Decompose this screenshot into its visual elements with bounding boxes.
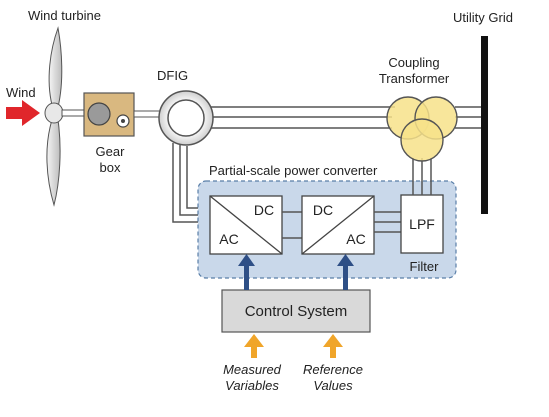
- converter1-ac-label: AC: [219, 231, 238, 247]
- lpf-label: LPF: [409, 216, 435, 232]
- filter-to-transformer-lines: [412, 158, 432, 195]
- dc-link: [282, 211, 302, 239]
- grid-busbar: [481, 36, 488, 214]
- control-arrow-right-icon: [337, 254, 354, 290]
- gearbox-label-line1: Gear: [96, 144, 126, 159]
- wind-arrow-icon: [6, 100, 40, 126]
- ac-to-filter-lines: [374, 211, 401, 233]
- wind-turbine-label: Wind turbine: [28, 8, 101, 23]
- input-arrows: [244, 334, 343, 358]
- coupling-transformer: [386, 96, 458, 162]
- converter2-dc-label: DC: [313, 202, 333, 218]
- dfig-label: DFIG: [157, 68, 188, 83]
- control-arrow-left-icon: [238, 254, 255, 290]
- transformer-label-line2: Transformer: [379, 71, 450, 86]
- wind-label: Wind: [6, 85, 36, 100]
- rotor-hub: [44, 102, 64, 124]
- converter2-ac-label: AC: [346, 231, 365, 247]
- control-signal-arrows: [238, 254, 354, 290]
- control-system-label: Control System: [245, 303, 348, 320]
- gearbox: [83, 92, 135, 137]
- reference-arrow-icon: [323, 334, 343, 358]
- measured-arrow-icon: [244, 334, 264, 358]
- transformer-label-line1: Coupling: [388, 55, 439, 70]
- gear-large-icon: [87, 102, 111, 126]
- control-system-box: [221, 289, 371, 333]
- converter1-dc-label: DC: [254, 202, 274, 218]
- utility-grid-label: Utility Grid: [453, 10, 513, 25]
- measured-label-line1: Measured: [223, 362, 282, 377]
- converter-title: Partial-scale power converter: [209, 163, 378, 178]
- filter-label: Filter: [410, 259, 440, 274]
- gearbox-label-line2: box: [100, 160, 121, 175]
- grid-lines: [455, 106, 482, 129]
- measured-label-line2: Variables: [225, 378, 279, 393]
- converter-ac-dc: [209, 195, 283, 255]
- wind-turbine: [44, 26, 64, 207]
- lpf-filter: [400, 194, 444, 254]
- dfig-generator: [158, 90, 214, 146]
- shaft: [61, 109, 87, 117]
- converter-dc-ac: [301, 195, 375, 255]
- reference-label-line1: Reference: [303, 362, 363, 377]
- stator-lines: [205, 106, 395, 129]
- reference-label-line2: Values: [313, 378, 353, 393]
